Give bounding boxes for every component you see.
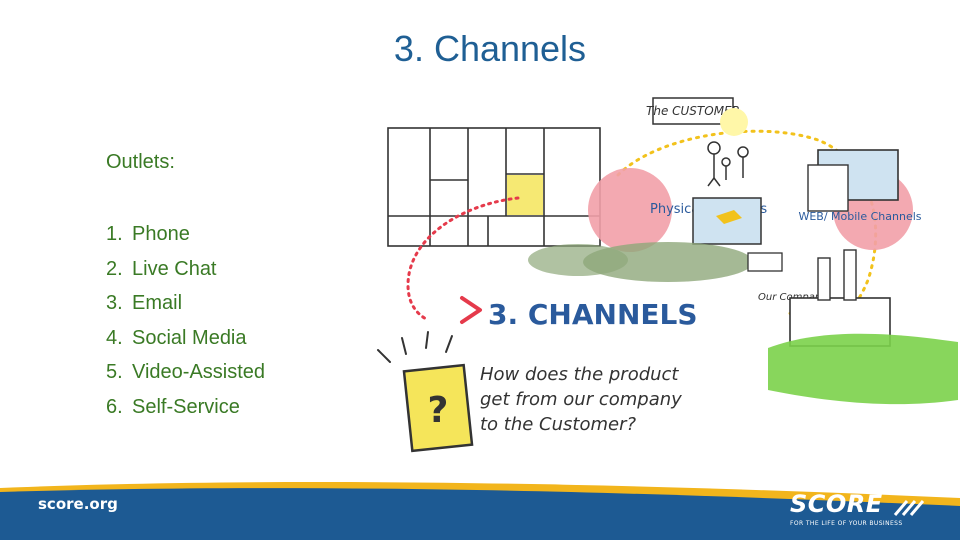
score-logo: SCORE FOR THE LIFE OF YOUR BUSINESS	[790, 490, 927, 527]
dotted-arrow	[406, 196, 520, 322]
logo-stripes-icon	[893, 499, 927, 517]
web-mobile-group: WEB/ Mobile Channels	[798, 149, 922, 250]
company-group: Our Company	[758, 249, 958, 405]
physical-channels-group: Physical Channels	[528, 168, 783, 282]
canvas-grid	[387, 127, 601, 247]
question-box-group: ?	[377, 331, 474, 453]
channels-sketch-illustration: The CUSTOMER Physical Channels WEB/ Mobi…	[377, 97, 958, 453]
customer-group: The CUSTOMER	[646, 97, 749, 187]
logo-wordmark: SCORE	[790, 490, 883, 518]
question-line-3: to the Customer?	[480, 414, 636, 435]
outlet-item: 5.Video-Assisted	[106, 361, 266, 384]
outlets-label: Outlets:	[106, 151, 175, 173]
channels-heading: 3. CHANNELS	[488, 298, 698, 331]
outlet-item: 2.Live Chat	[106, 257, 217, 280]
outlet-item: 4.Social Media	[106, 326, 247, 349]
outlet-item: 3.Email	[106, 292, 183, 315]
footer-band	[0, 482, 960, 540]
site-url[interactable]: score.org	[38, 495, 118, 513]
slide-title-text: 3. Channels	[393, 28, 587, 69]
slide-title: 3. Channels	[0, 28, 960, 70]
outlet-item: 6.Self-Service	[106, 395, 240, 418]
question-line-1: How does the product	[480, 364, 679, 385]
web-mobile-label: WEB/ Mobile Channels	[798, 210, 921, 223]
customer-label: The CUSTOMER	[646, 104, 740, 118]
outlet-list: 1.Phone 2.Live Chat 3.Email 4.Social Med…	[106, 217, 265, 425]
channels-heading-group: 3. CHANNELS	[460, 296, 698, 331]
highlighted-cell	[507, 175, 543, 215]
outlet-item: 1.Phone	[106, 223, 190, 245]
logo-tagline: FOR THE LIFE OF YOUR BUSINESS	[790, 520, 903, 527]
question-line-2: get from our company	[480, 389, 682, 410]
question-mark-icon: ?	[428, 390, 449, 431]
